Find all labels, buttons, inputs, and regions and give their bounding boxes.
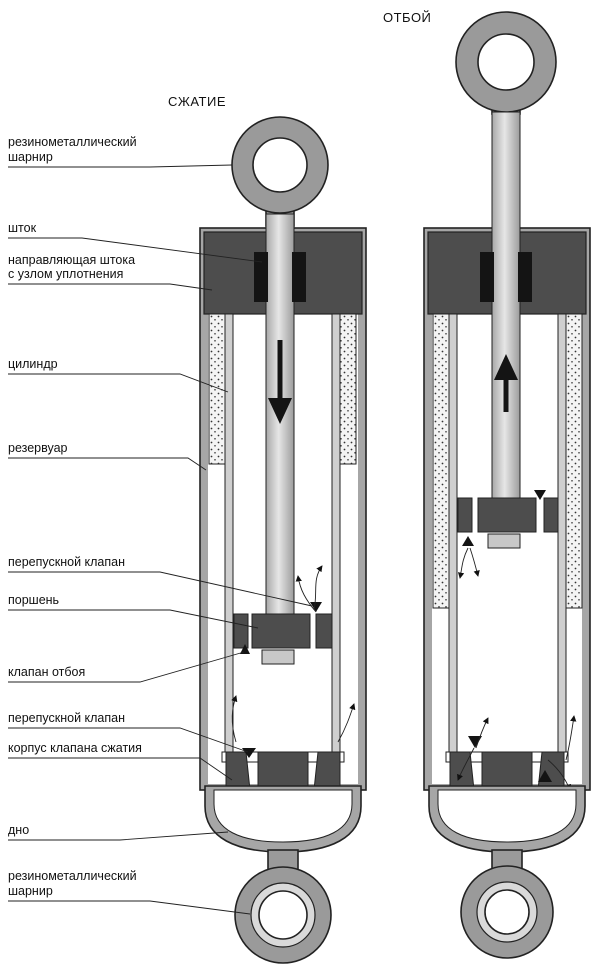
label-reservoir: резервуар (8, 441, 68, 455)
cylinder-wall-right (339, 313, 357, 465)
label-joint-bottom-2: шарнир (8, 884, 53, 898)
label-bypass-valve-2: перепускной клапан (8, 711, 125, 725)
rebound-direction-arrow (494, 354, 518, 380)
rebound-valve-body (445, 715, 577, 791)
label-rebound-valve: клапан отбоя (8, 665, 85, 679)
labels: резинометаллический шарнир шток направля… (8, 135, 313, 915)
rebound-title: ОТБОЙ (383, 10, 431, 25)
label-compression-valve-body: корпус клапана сжатия (8, 741, 142, 755)
label-rod: шток (8, 221, 37, 235)
label-joint-bottom-1: резинометаллический (8, 869, 137, 883)
label-piston: поршень (8, 593, 59, 607)
label-bypass-valve-1: перепускной клапан (8, 555, 125, 569)
compression-valve-body (221, 695, 356, 813)
cylinder-wall-left (208, 313, 226, 465)
rebound-absorber (423, 11, 591, 959)
rebound-bottom-joint (460, 849, 554, 959)
bottom-rubber-metal-joint (234, 849, 332, 964)
label-base: дно (8, 823, 29, 837)
compression-direction-arrow (268, 398, 292, 424)
label-joint-top-2: шарнир (8, 150, 53, 164)
compression-absorber (199, 116, 367, 964)
rebound-piston (457, 490, 559, 579)
rebound-top-joint (455, 11, 557, 115)
label-rod-guide-1: направляющая штока (8, 253, 135, 267)
label-rod-guide-2: с узлом уплотнения (8, 267, 123, 281)
label-joint-top-1: резинометаллический (8, 135, 137, 149)
label-cylinder: цилиндр (8, 357, 58, 371)
piston (233, 565, 333, 665)
compression-title: СЖАТИЕ (168, 94, 226, 109)
top-rubber-metal-joint (231, 116, 329, 227)
